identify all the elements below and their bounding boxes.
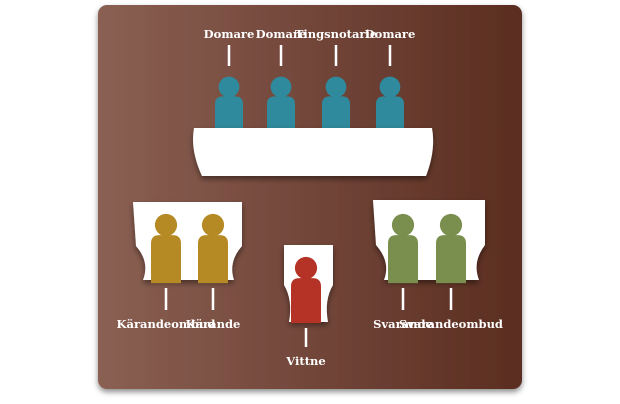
- judges-bench-desk: [193, 128, 434, 176]
- defendant-person-2: [436, 213, 466, 284]
- bench-person-2-body: [267, 96, 295, 129]
- bench-person-4-body: [376, 96, 404, 129]
- plaintiff-person-1-head: [154, 213, 178, 237]
- plaintiff-label-1: Kärandeombud: [117, 317, 216, 331]
- defendant-person-1: [388, 213, 418, 284]
- bench-person-3: [322, 76, 350, 129]
- bench-person-3-head: [325, 76, 347, 98]
- room-floor: [98, 5, 522, 389]
- defendant-label-2: Svarandeombud: [399, 317, 503, 331]
- bench-person-3-body: [322, 96, 350, 129]
- bench-label-1: Domare: [204, 27, 255, 41]
- bench-person-1-head: [218, 76, 240, 98]
- plaintiff-person-2-body: [198, 235, 228, 284]
- bench-person-2: [267, 76, 295, 129]
- plaintiff-person-1: [151, 213, 181, 284]
- defendant-person-1-head: [391, 213, 415, 237]
- witness-person-head: [294, 256, 318, 280]
- bench-person-4-head: [379, 76, 401, 98]
- witness-area: Vittne: [284, 245, 333, 368]
- bench-person-1-body: [215, 96, 243, 129]
- defendant-person-2-head: [439, 213, 463, 237]
- plaintiff-person-1-body: [151, 235, 181, 284]
- witness-label: Vittne: [285, 354, 325, 368]
- bench-person-1: [215, 76, 243, 129]
- plaintiff-person-2: [198, 213, 228, 284]
- bench-person-4: [376, 76, 404, 129]
- bench-person-2-head: [270, 76, 292, 98]
- plaintiff-person-2-head: [201, 213, 225, 237]
- defendant-person-2-body: [436, 235, 466, 284]
- defendant-person-1-body: [388, 235, 418, 284]
- witness-person-body: [291, 278, 321, 324]
- bench-label-2: Domare: [256, 27, 307, 41]
- bench-label-3: Tingsnotarie: [295, 27, 377, 41]
- defendant-label-1: Svarande: [373, 317, 433, 331]
- witness-person: [291, 256, 321, 324]
- plaintiff-label-2: Kärande: [186, 317, 241, 331]
- bench-label-4: Domare: [365, 27, 416, 41]
